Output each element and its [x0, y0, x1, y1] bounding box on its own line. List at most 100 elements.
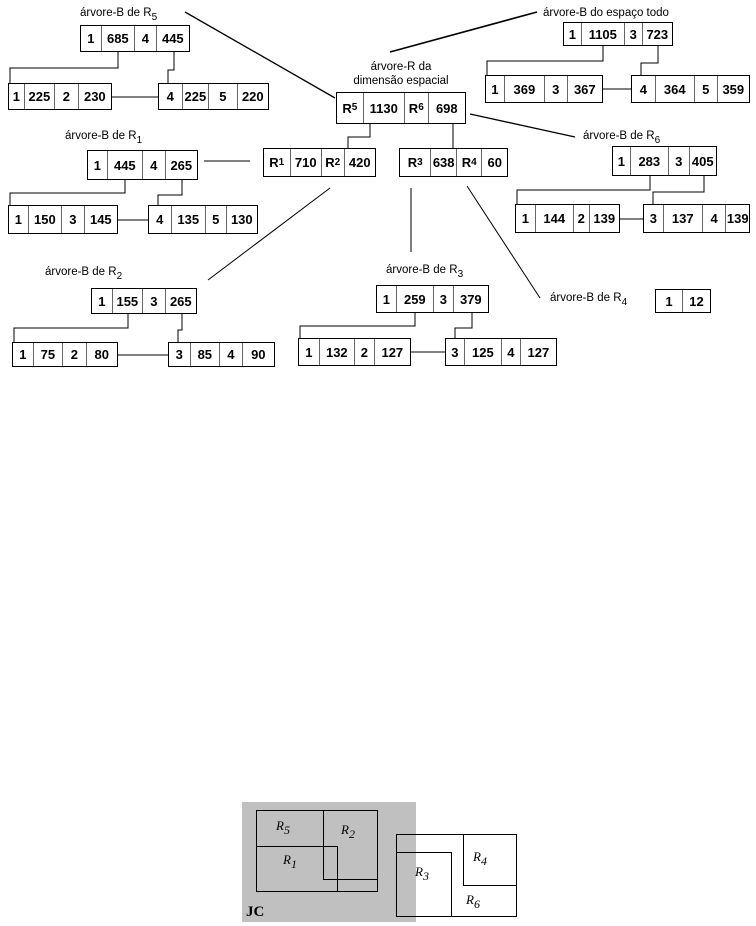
label-text: árvore-B de R — [550, 292, 622, 304]
node-cell: 150 — [29, 206, 63, 233]
node-cell: 4 — [149, 206, 172, 233]
node-cell: 420 — [348, 155, 371, 170]
node-cell: 3 — [545, 76, 568, 102]
tree-edge — [516, 176, 651, 204]
rtree-edge — [347, 124, 371, 148]
node-cell: 225 — [183, 84, 210, 109]
label-btree-r5: árvore-B de R5 — [80, 6, 158, 23]
node-cell: 125 — [465, 339, 502, 365]
node-cell: 1 — [92, 289, 113, 313]
node-cell: 638 — [431, 149, 457, 176]
node-cell: 2 — [63, 343, 87, 366]
region-label-r6: R6 — [466, 892, 480, 911]
node-cell: 1105 — [582, 23, 625, 45]
pointer-line-r5 — [184, 11, 336, 99]
node-cell: 1 — [377, 286, 397, 312]
label-btree-r4: árvore-B de R4 — [550, 291, 628, 308]
node-cell: 225 — [25, 84, 56, 109]
node-cell: 3 — [143, 289, 166, 313]
node-cell: 1 — [299, 339, 320, 365]
tree-edge — [9, 180, 126, 205]
node-cell: 3 — [434, 286, 454, 312]
region-label-r2: R2 — [341, 822, 355, 841]
tree-edge — [652, 176, 705, 204]
node-cell: 723 — [646, 26, 669, 42]
label-subscript: 5 — [151, 12, 158, 23]
node-cell: 132 — [320, 339, 355, 365]
node-cell: 4 — [143, 151, 166, 179]
label-text: árvore-B de R — [80, 7, 152, 19]
node-cell: 2 — [55, 84, 79, 109]
node-cell: 1 — [486, 76, 505, 102]
node-r4-root: 1 12 — [655, 289, 711, 313]
node-cell: 4 — [502, 339, 521, 365]
node-cell: 1 — [656, 290, 684, 312]
label-subscript: 4 — [621, 297, 628, 308]
node-cell: 127 — [527, 344, 550, 360]
node-cell: 5 — [206, 206, 227, 233]
label-text: árvore-B de R — [386, 264, 458, 276]
node-cell: 265 — [170, 157, 193, 173]
region-r2 — [323, 810, 378, 880]
node-cell: 4 — [159, 84, 183, 109]
node-cell: 90 — [251, 347, 266, 362]
node-cell: 80 — [94, 347, 110, 362]
node-cell: 4 — [703, 205, 727, 232]
node-cell: 4 — [632, 76, 656, 102]
label-btree-r3: árvore-B de R3 — [386, 263, 463, 280]
tree-edge — [299, 313, 416, 338]
node-cell: 130 — [230, 212, 253, 227]
tree-edge — [177, 314, 183, 342]
node-cell: 3 — [625, 23, 643, 45]
node-cell: 379 — [459, 291, 482, 307]
label-subscript: 6 — [654, 135, 661, 146]
tree-edge — [454, 313, 473, 338]
node-cell: 1 — [88, 151, 108, 179]
tree-edge — [13, 314, 129, 342]
tree-edge — [157, 180, 183, 205]
node-cell: 3 — [446, 339, 465, 365]
node-cell: 135 — [172, 206, 206, 233]
tree-edge — [640, 46, 659, 75]
node-cell: 405 — [691, 153, 714, 169]
region-r3 — [396, 852, 452, 917]
node-cell: 1 — [9, 84, 25, 109]
region-label-r4: R4 — [473, 849, 487, 868]
node-cell: 5 — [209, 84, 238, 109]
region-label-jc: JC — [246, 904, 265, 920]
region-r1 — [256, 846, 338, 892]
node-cell: 2 — [574, 205, 590, 232]
node-cell: 2 — [355, 339, 375, 365]
node-cell: 283 — [631, 147, 669, 175]
node-cell: 1 — [13, 343, 34, 366]
region-label-r3: R3 — [415, 864, 429, 883]
jc-shaded-region — [242, 802, 416, 922]
node-cell: 3 — [669, 147, 690, 175]
label-text: árvore-R da dimensão espacial — [353, 61, 449, 87]
label-btree-r1: árvore-B de R1 — [65, 129, 142, 146]
node-cell: 4 — [220, 343, 243, 366]
node-cell: 5 — [695, 76, 718, 102]
node-cell: 12 — [689, 293, 704, 309]
node-cell: 137 — [664, 205, 703, 232]
label-text: árvore-B do espaço todo — [543, 7, 669, 19]
node-cell: 1 — [613, 147, 631, 175]
